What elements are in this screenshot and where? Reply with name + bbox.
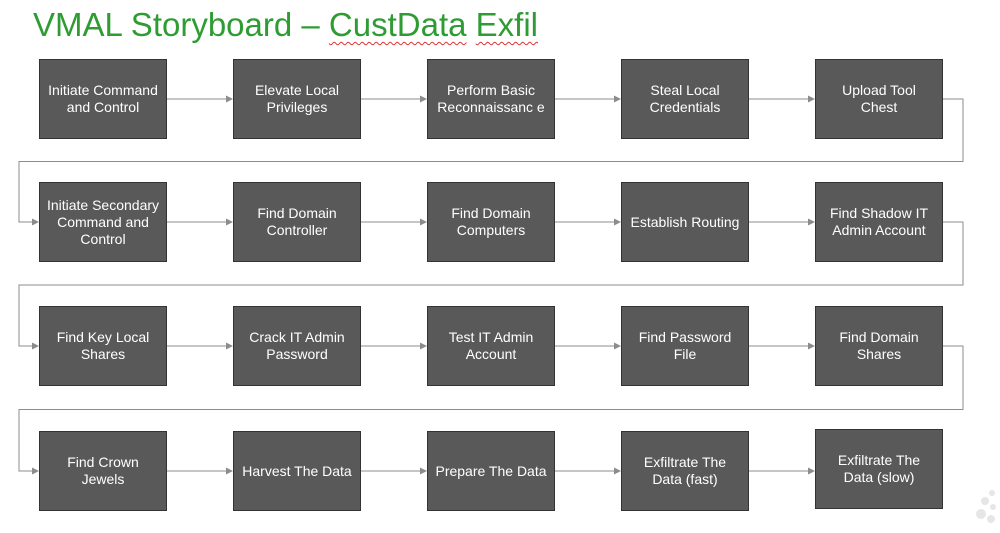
step-box: Harvest The Data	[233, 431, 361, 511]
page-title: VMAL Storyboard – CustData Exfil	[33, 6, 538, 44]
step-box: Find Domain Controller	[233, 182, 361, 262]
arrowhead	[420, 467, 427, 475]
arrowhead	[808, 95, 815, 103]
arrowhead	[420, 218, 427, 226]
title-prefix: VMAL Storyboard –	[33, 6, 329, 43]
arrowhead	[226, 467, 233, 475]
title-word-exfil: Exfil	[475, 6, 538, 43]
step-box: Establish Routing	[621, 182, 749, 262]
arrowhead	[808, 218, 815, 226]
step-box: Find Crown Jewels	[39, 431, 167, 511]
step-box: Find Shadow IT Admin Account	[815, 182, 943, 262]
row-wrap-connector	[18, 98, 964, 223]
step-box: Find Domain Computers	[427, 182, 555, 262]
step-box: Exfiltrate The Data (slow)	[815, 429, 943, 509]
arrowhead	[226, 218, 233, 226]
step-box: Exfiltrate The Data (fast)	[621, 431, 749, 511]
step-box: Steal Local Credentials	[621, 59, 749, 139]
step-box: Find Key Local Shares	[39, 306, 167, 386]
arrowhead	[614, 95, 621, 103]
arrowhead	[32, 342, 39, 350]
arrowhead	[808, 467, 815, 475]
arrowhead	[614, 342, 621, 350]
arrowhead	[226, 342, 233, 350]
arrowhead	[420, 342, 427, 350]
step-box: Elevate Local Privileges	[233, 59, 361, 139]
title-word-custdata: CustData	[328, 6, 467, 43]
step-box: Perform Basic Reconnaissanc e	[427, 59, 555, 139]
step-box: Initiate Command and Control	[39, 59, 167, 139]
arrowhead	[614, 218, 621, 226]
step-box: Find Domain Shares	[815, 306, 943, 386]
step-box: Find Password File	[621, 306, 749, 386]
arrowhead	[420, 95, 427, 103]
arrowhead	[614, 467, 621, 475]
step-box: Crack IT Admin Password	[233, 306, 361, 386]
step-box: Test IT Admin Account	[427, 306, 555, 386]
corner-decoration-icon	[976, 490, 996, 523]
arrowhead	[808, 342, 815, 350]
arrowhead	[226, 95, 233, 103]
arrowhead	[32, 218, 39, 226]
step-box: Initiate Secondary Command and Control	[39, 182, 167, 262]
row-wrap-connector	[18, 221, 964, 347]
step-box: Upload Tool Chest	[815, 59, 943, 139]
step-box: Prepare The Data	[427, 431, 555, 511]
row-wrap-connector	[18, 345, 964, 472]
arrowhead	[32, 467, 39, 475]
